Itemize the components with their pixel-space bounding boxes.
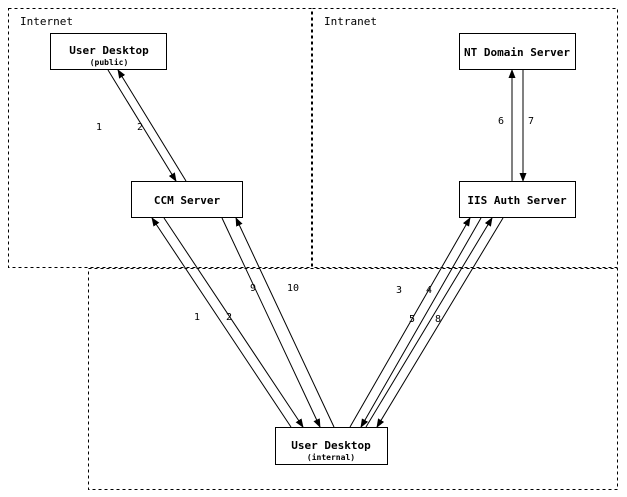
node-user-desktop-public-box[interactable] (50, 33, 167, 70)
node-user-desktop-public-title: User Desktop (69, 44, 149, 57)
flow-5: 5 (365, 217, 493, 428)
flow-5-label: 5 (409, 314, 415, 325)
flow-8: 8 (376, 217, 504, 428)
node-user-desktop-public-subtitle: (public) (90, 57, 129, 67)
zone-intranet: Intranet (312, 8, 618, 268)
flow-2-internal-label: 2 (226, 312, 232, 323)
node-user-desktop-internal-subtitle: (internal) (307, 452, 355, 462)
flow-8-label: 8 (435, 314, 441, 325)
node-user-desktop-internal[interactable]: User Desktop (internal) (275, 427, 388, 465)
zone-intranet-label: Intranet (324, 15, 377, 28)
zone-internal-network (88, 268, 618, 490)
flow-1-internal: 1 (151, 217, 292, 428)
zone-intranet-border (312, 8, 618, 268)
node-iis-auth-server-box[interactable] (459, 181, 576, 218)
flow-1-public-label: 1 (96, 122, 102, 133)
flow-7: 7 (519, 70, 534, 182)
node-ccm-server-box[interactable] (131, 181, 243, 218)
flow-4: 4 (360, 217, 482, 428)
flow-2-internal: 2 (163, 217, 304, 428)
node-ccm-server[interactable]: CCM Server (131, 181, 243, 218)
flow-10-label: 10 (287, 283, 299, 294)
zone-internet-border (8, 8, 312, 268)
node-iis-auth-server-title: IIS Auth Server (467, 194, 567, 207)
flow-1-internal-label: 1 (194, 312, 200, 323)
flow-7-label: 7 (528, 116, 534, 127)
flow-9: 9 (221, 217, 321, 428)
zone-internet: Internet (8, 8, 312, 268)
node-ccm-server-title: CCM Server (154, 194, 221, 207)
node-iis-auth-server[interactable]: IIS Auth Server (459, 181, 576, 218)
flow-6: 6 (498, 69, 516, 181)
flow-9-label: 9 (250, 283, 256, 294)
flow-2-public-label: 2 (137, 122, 143, 133)
node-nt-domain-server-title: NT Domain Server (464, 46, 570, 59)
flow-3: 3 (349, 217, 471, 428)
node-user-desktop-public[interactable]: User Desktop (public) (50, 33, 167, 70)
flow-3-label: 3 (396, 285, 402, 296)
flow-2-public: 2 (117, 69, 187, 182)
zone-internal-border (88, 268, 618, 490)
node-nt-domain-server[interactable]: NT Domain Server (459, 33, 576, 70)
flow-4-label: 4 (426, 285, 432, 296)
zone-internet-label: Internet (20, 15, 73, 28)
flow-6-label: 6 (498, 116, 504, 127)
node-user-desktop-internal-box[interactable] (275, 427, 388, 465)
node-nt-domain-server-box[interactable] (459, 33, 576, 70)
flow-10: 10 (235, 217, 335, 428)
flow-1-public: 1 (96, 69, 177, 182)
node-user-desktop-internal-title: User Desktop (291, 439, 371, 452)
